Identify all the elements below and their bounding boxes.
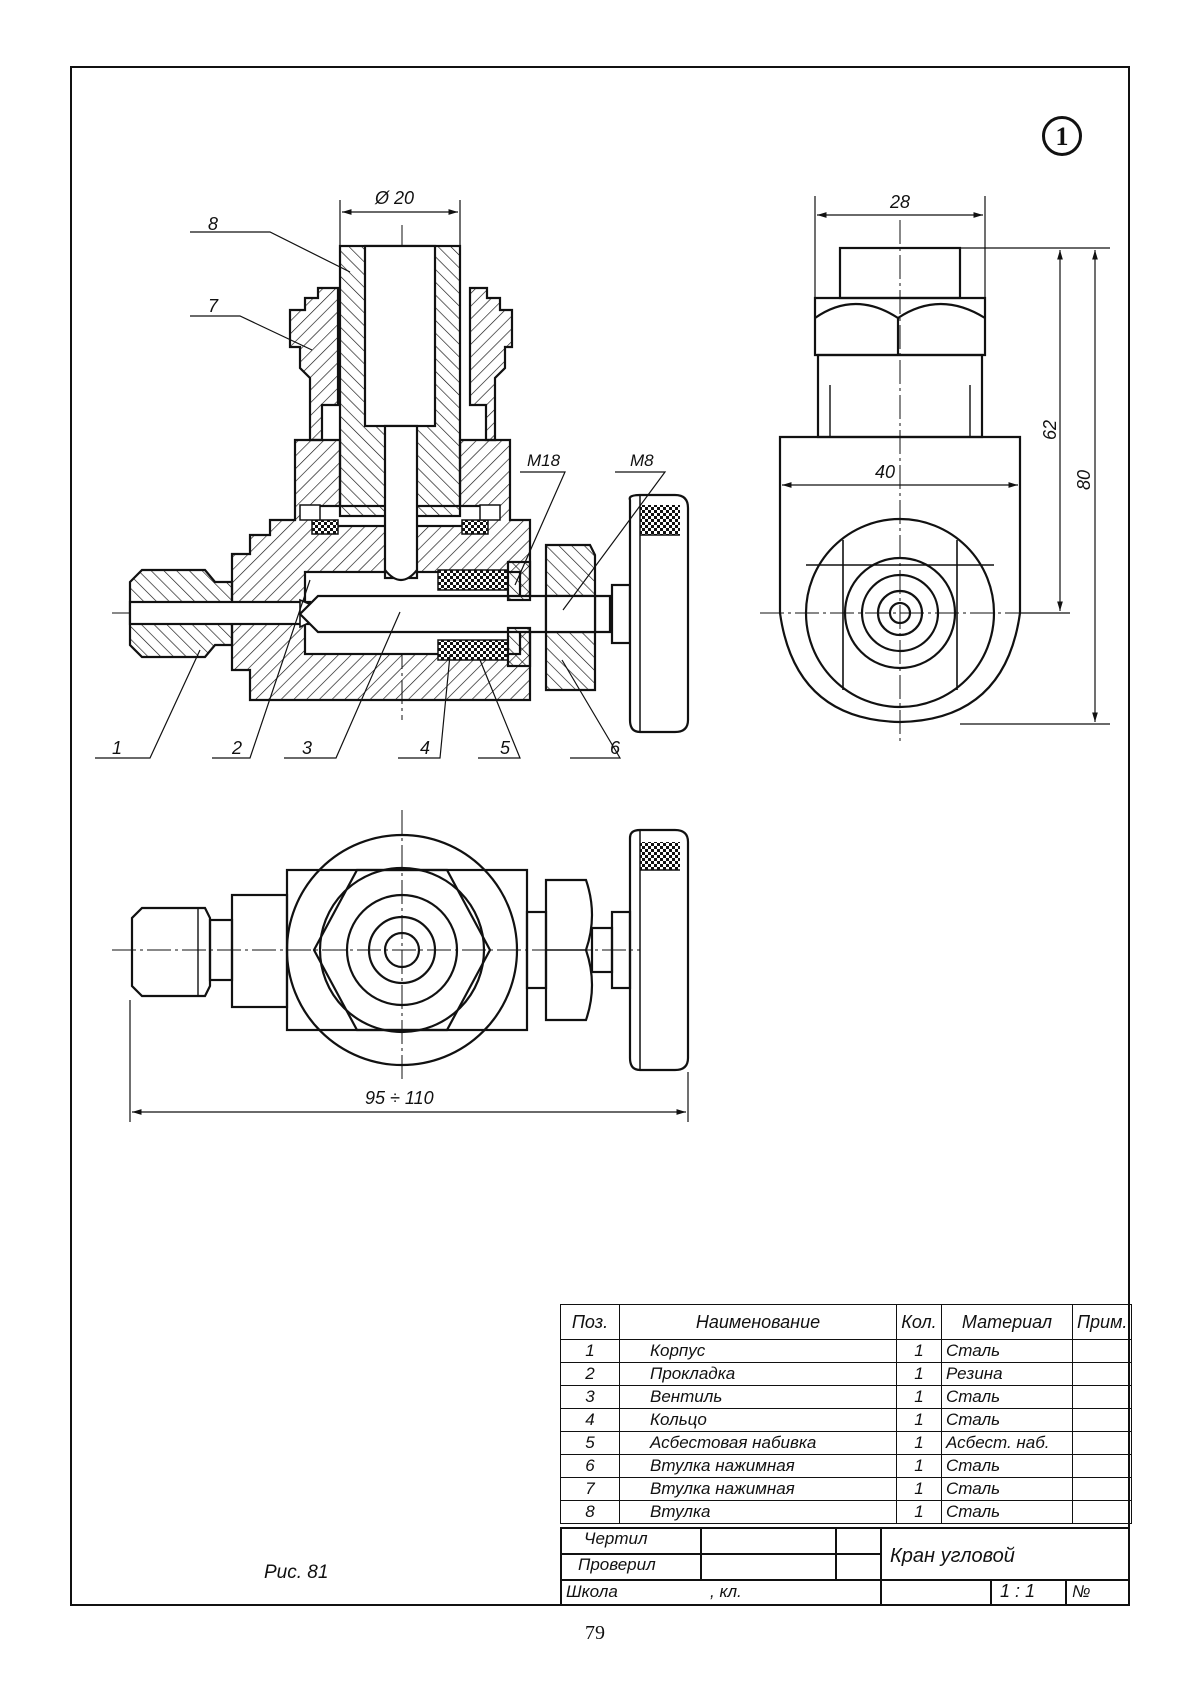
cell-name: Корпус: [619, 1339, 897, 1363]
sheet-number-badge: 1: [1042, 116, 1082, 156]
cell-material: Сталь: [941, 1500, 1073, 1524]
figure-caption: Рис. 81: [264, 1562, 329, 1583]
dim-thread-m18: M18: [527, 451, 561, 470]
parts-header-row: Поз. Наименование Кол. Материал Прим.: [560, 1304, 1133, 1340]
cell-note: [1071, 1454, 1133, 1478]
leader-7: 7: [208, 296, 219, 316]
cell-pos: 2: [560, 1362, 620, 1386]
number-label: №: [1072, 1582, 1091, 1601]
cell-material: Сталь: [941, 1339, 1073, 1363]
cell-pos: 5: [560, 1431, 620, 1455]
cell-qty: 1: [896, 1454, 942, 1478]
cell-name: Вентиль: [619, 1385, 897, 1409]
dim-diameter-20: Ø 20: [374, 188, 414, 208]
cell-material: Сталь: [941, 1477, 1073, 1501]
cell-note: [1071, 1385, 1133, 1409]
top-view: [112, 810, 690, 1080]
cell-pos: 6: [560, 1454, 620, 1478]
dim-height-62: 62: [1040, 420, 1060, 440]
cell-material: Сталь: [941, 1408, 1073, 1432]
cell-name: Втулка нажимная: [619, 1454, 897, 1478]
dim-length-95-110: 95 ÷ 110: [365, 1088, 434, 1108]
cell-note: [1071, 1500, 1133, 1524]
top-dimensions: [129, 1000, 689, 1122]
leader-8: 8: [208, 214, 218, 234]
drawing-title: Кран угловой: [890, 1545, 1015, 1567]
leader-4: 4: [420, 738, 430, 758]
leader-6: 6: [610, 738, 621, 758]
leader-2: 2: [231, 738, 242, 758]
header-pos: Поз.: [560, 1304, 620, 1340]
dim-thread-m8: M8: [630, 451, 654, 470]
cell-note: [1071, 1431, 1133, 1455]
cell-qty: 1: [896, 1500, 942, 1524]
cell-qty: 1: [896, 1339, 942, 1363]
cell-pos: 1: [560, 1339, 620, 1363]
leader-1: 1: [112, 738, 122, 758]
leader-3: 3: [302, 738, 312, 758]
header-name: Наименование: [619, 1304, 897, 1340]
scale-value: 1 : 1: [1000, 1581, 1036, 1601]
dim-width-28: 28: [889, 192, 910, 212]
front-section-view: [112, 225, 690, 734]
cell-name: Втулка: [619, 1500, 897, 1524]
cell-note: [1071, 1362, 1133, 1386]
header-material: Материал: [941, 1304, 1073, 1340]
cell-qty: 1: [896, 1362, 942, 1386]
cell-material: Сталь: [941, 1454, 1073, 1478]
cell-pos: 4: [560, 1408, 620, 1432]
cell-note: [1071, 1477, 1133, 1501]
label-school: Школа: [566, 1582, 618, 1601]
dim-height-80: 80: [1074, 470, 1094, 490]
label-drew: Чертил: [584, 1529, 648, 1548]
side-view: [760, 220, 1030, 745]
cell-qty: 1: [896, 1431, 942, 1455]
cell-material: Асбест. наб.: [941, 1431, 1073, 1455]
cell-name: Прокладка: [619, 1362, 897, 1386]
cell-note: [1071, 1408, 1133, 1432]
label-class: , кл.: [710, 1582, 742, 1601]
cell-name: Кольцо: [619, 1408, 897, 1432]
cell-material: Резина: [941, 1362, 1073, 1386]
cell-pos: 7: [560, 1477, 620, 1501]
drawing-sheet-frame: [70, 66, 1130, 1606]
leader-5: 5: [500, 738, 511, 758]
cell-pos: 8: [560, 1500, 620, 1524]
header-note: Прим.: [1071, 1304, 1133, 1340]
cell-qty: 1: [896, 1408, 942, 1432]
side-dimensions: [782, 196, 1110, 725]
front-dimensions: [95, 200, 667, 759]
header-qty: Кол.: [896, 1304, 942, 1340]
cell-qty: 1: [896, 1477, 942, 1501]
cell-pos: 3: [560, 1385, 620, 1409]
cell-name: Асбестовая набивка: [619, 1431, 897, 1455]
dim-width-40: 40: [875, 462, 895, 482]
cell-name: Втулка нажимная: [619, 1477, 897, 1501]
cell-material: Сталь: [941, 1385, 1073, 1409]
label-checked: Проверил: [578, 1555, 656, 1574]
side-dimension-texts: 28 40 62 80: [875, 192, 1094, 490]
page-number: 79: [585, 1622, 605, 1644]
title-block: Чертил Проверил Школа , кл. Кран угловой…: [560, 1527, 1130, 1606]
cell-note: [1071, 1339, 1133, 1363]
front-dimension-texts: Ø 20 M18 M8 8 7 1 2 3 4 5 6: [112, 188, 654, 758]
cell-qty: 1: [896, 1385, 942, 1409]
